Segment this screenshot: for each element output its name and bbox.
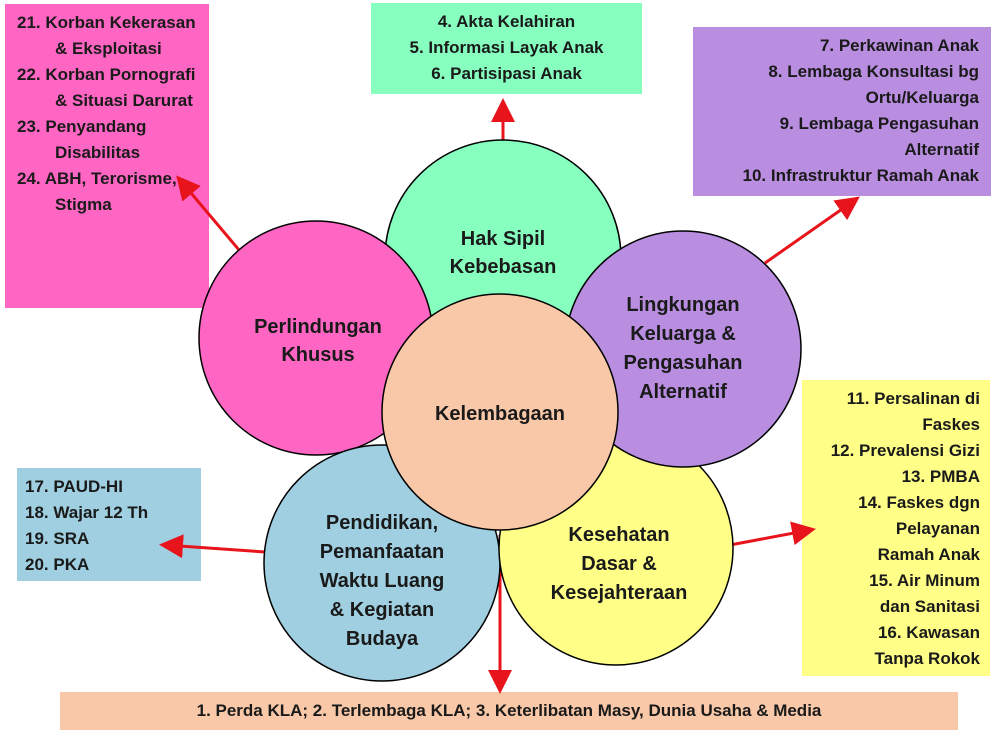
indicator-4: 4. Akta Kelahiran (437, 12, 576, 31)
indicator-7: 7. Perkawinan Anak (819, 36, 979, 55)
indicator-8-cont: Ortu/Keluarga (865, 88, 979, 107)
circle-label-line: Budaya (346, 628, 419, 650)
circle-label-line: Dasar & (581, 553, 657, 575)
indicator-15: 15. Air Minum (869, 571, 980, 590)
indicator-11-cont: Faskes (922, 415, 980, 434)
circle-label-line: & Kegiatan (330, 599, 434, 621)
indicator-16-cont: Tanpa Rokok (874, 649, 980, 668)
label-kelembagaan: Kelembagaan (435, 403, 565, 425)
indicator-15-cont: dan Sanitasi (879, 597, 980, 616)
indicator-23: 23. Penyandang Disabilitas (17, 117, 147, 162)
circle-label-line: Kesejahteraan (551, 582, 688, 604)
indicator-9: 9. Lembaga Pengasuhan (779, 114, 979, 133)
indicator-5: 5. Informasi Layak Anak (409, 38, 604, 57)
circle-label-line: Pendidikan, (326, 512, 438, 534)
circle-label-line: Perlindungan (254, 316, 382, 338)
indicator-13: 13. PMBA (901, 467, 980, 486)
indicator-14: 14. Faskes dgn (858, 493, 980, 512)
indicator-16: 16. Kawasan (877, 623, 980, 642)
indicator-14-cont-1: Pelayanan (895, 519, 980, 538)
arrow-to-pendidikan-box (159, 534, 266, 559)
circle-label-line: Kesehatan (568, 524, 669, 546)
circle-label-line: Khusus (281, 344, 354, 366)
indicator-9-cont: Alternatif (904, 140, 979, 159)
indicator-8: 8. Lembaga Konsultasi bg (768, 62, 979, 81)
circle-label-line: Kelembagaan (435, 403, 565, 425)
indicator-10: 10. Infrastruktur Ramah Anak (742, 166, 980, 185)
indicator-19: 19. SRA (25, 529, 90, 548)
indicator-11: 11. Persalinan di (846, 389, 980, 408)
arrow-to-lingkungan-box (764, 196, 860, 265)
circle-label-line: Hak Sipil (461, 228, 545, 250)
box-hak-sipil: 4. Akta Kelahiran 5. Informasi Layak Ana… (371, 3, 642, 94)
circle-label-line: Waktu Luang (320, 570, 445, 592)
indicator-22: 22. Korban Pornografi & Situasi Darurat (17, 65, 196, 110)
circle-label-line: Alternatif (639, 381, 727, 403)
indicator-14-cont-2: Ramah Anak (877, 545, 980, 564)
box-pendidikan: 17. PAUD-HI 18. Wajar 12 Th 19. SRA 20. … (17, 468, 201, 581)
circle-label-line: Lingkungan (626, 294, 739, 316)
circle-label-line: Pemanfaatan (320, 541, 445, 563)
circles (198, 139, 802, 682)
indicator-6: 6. Partisipasi Anak (431, 64, 582, 83)
box-kelembagaan-indicators: 1. Perda KLA; 2. Terlembaga KLA; 3. Kete… (60, 692, 958, 730)
circle-kelembagaan (381, 293, 619, 531)
circle-label-line: Keluarga & (630, 323, 736, 345)
indicator-17: 17. PAUD-HI (25, 477, 123, 496)
indicator-21: 21. Korban Kekerasan & Eksploitasi (17, 13, 196, 58)
indicator-24: 24. ABH, Terorisme, Stigma (17, 169, 177, 214)
box-perlindungan-khusus: 21. Korban Kekerasan & Eksploitasi 22. K… (5, 4, 209, 308)
box-kesehatan-dasar: 11. Persalinan di Faskes 12. Prevalensi … (802, 380, 990, 676)
circle-label-line: Kebebasan (450, 256, 557, 278)
indicator-20: 20. PKA (25, 555, 90, 574)
indicator-12: 12. Prevalensi Gizi (830, 441, 980, 460)
arrow-to-kesehatan-box (729, 521, 816, 547)
indicator-18: 18. Wajar 12 Th (25, 503, 149, 522)
circle-label-line: Pengasuhan (624, 352, 743, 374)
box-lingkungan-keluarga: 7. Perkawinan Anak 8. Lembaga Konsultasi… (693, 27, 991, 196)
arrow-to-perlindungan-box (176, 175, 252, 264)
